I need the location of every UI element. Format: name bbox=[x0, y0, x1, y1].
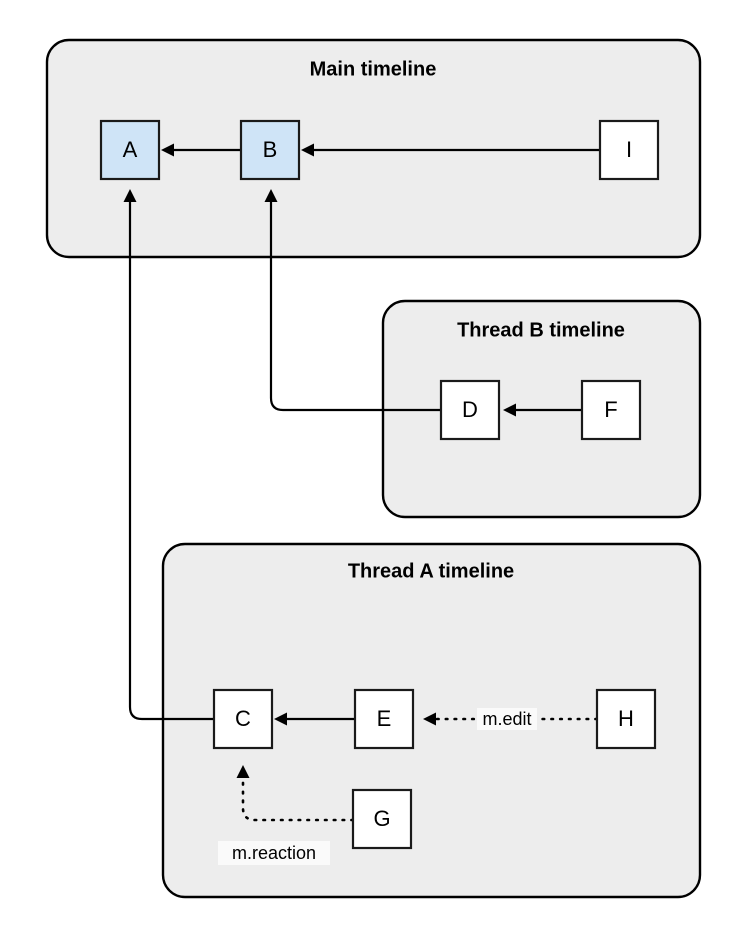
arrow-head-b-to-a bbox=[161, 143, 174, 157]
node-label-I: I bbox=[626, 137, 632, 162]
edges-layer bbox=[123, 143, 600, 822]
node-box-C[interactable] bbox=[212, 688, 274, 750]
node-A[interactable]: A bbox=[99, 119, 161, 181]
node-label-G: G bbox=[373, 806, 390, 831]
node-label-D: D bbox=[462, 397, 478, 422]
arrow-head-c-to-a bbox=[123, 189, 137, 202]
node-box-G[interactable] bbox=[351, 788, 413, 850]
edge-g-to-c bbox=[236, 765, 355, 822]
edge-e-to-c bbox=[274, 712, 355, 726]
node-I[interactable]: I bbox=[598, 119, 660, 181]
edge-f-to-d bbox=[503, 403, 582, 417]
edge-line-g-to-c bbox=[241, 775, 355, 822]
node-label-H: H bbox=[618, 706, 634, 731]
edge-b-to-a bbox=[161, 143, 241, 157]
arrow-head-e-to-c bbox=[274, 712, 287, 726]
edge-label-h-to-e: m.edit bbox=[477, 708, 537, 730]
node-label-F: F bbox=[604, 397, 617, 422]
node-box-F[interactable] bbox=[580, 379, 642, 441]
edge-line-c-to-a bbox=[128, 197, 214, 721]
arrow-head-g-to-c bbox=[236, 765, 250, 778]
node-label-A: A bbox=[123, 137, 138, 162]
arrow-head-h-to-e bbox=[423, 712, 436, 726]
nodes-layer: A B I D F C E H G bbox=[99, 119, 660, 850]
panel-title-thread-b: Thread B timeline bbox=[457, 319, 625, 341]
node-box-B[interactable] bbox=[239, 119, 301, 181]
node-H[interactable]: H bbox=[595, 688, 657, 750]
edge-i-to-b bbox=[301, 143, 600, 157]
node-D[interactable]: D bbox=[439, 379, 501, 441]
edge-line-d-to-b bbox=[269, 197, 441, 412]
edge-label-g-to-c: m.reaction bbox=[218, 841, 330, 865]
edge-labels-layer: m.edit m.reaction bbox=[218, 708, 537, 865]
node-G[interactable]: G bbox=[351, 788, 413, 850]
panel-title-main: Main timeline bbox=[310, 58, 437, 80]
edge-label-bg-h-to-e bbox=[477, 708, 537, 730]
node-E[interactable]: E bbox=[353, 688, 415, 750]
node-box-D[interactable] bbox=[439, 379, 501, 441]
node-box-I[interactable] bbox=[598, 119, 660, 181]
panel-main: Main timeline bbox=[45, 38, 702, 259]
arrow-head-d-to-b bbox=[264, 189, 278, 202]
node-C[interactable]: C bbox=[212, 688, 274, 750]
node-box-E[interactable] bbox=[353, 688, 415, 750]
edge-c-to-a bbox=[123, 189, 214, 721]
panel-background-main bbox=[45, 38, 702, 259]
edge-label-text-h-to-e: m.edit bbox=[482, 709, 531, 729]
edge-label-bg-g-to-c bbox=[218, 841, 330, 865]
node-F[interactable]: F bbox=[580, 379, 642, 441]
node-box-A[interactable] bbox=[99, 119, 161, 181]
arrow-head-i-to-b bbox=[301, 143, 314, 157]
node-B[interactable]: B bbox=[239, 119, 301, 181]
panel-title-thread-a: Thread A timeline bbox=[348, 560, 514, 582]
node-box-H[interactable] bbox=[595, 688, 657, 750]
arrow-head-f-to-d bbox=[503, 403, 516, 417]
edge-h-to-e bbox=[423, 712, 599, 726]
node-label-B: B bbox=[263, 137, 278, 162]
node-label-E: E bbox=[377, 706, 392, 731]
edge-label-text-g-to-c: m.reaction bbox=[232, 843, 316, 863]
node-label-C: C bbox=[235, 706, 251, 731]
edge-d-to-b bbox=[264, 189, 441, 412]
